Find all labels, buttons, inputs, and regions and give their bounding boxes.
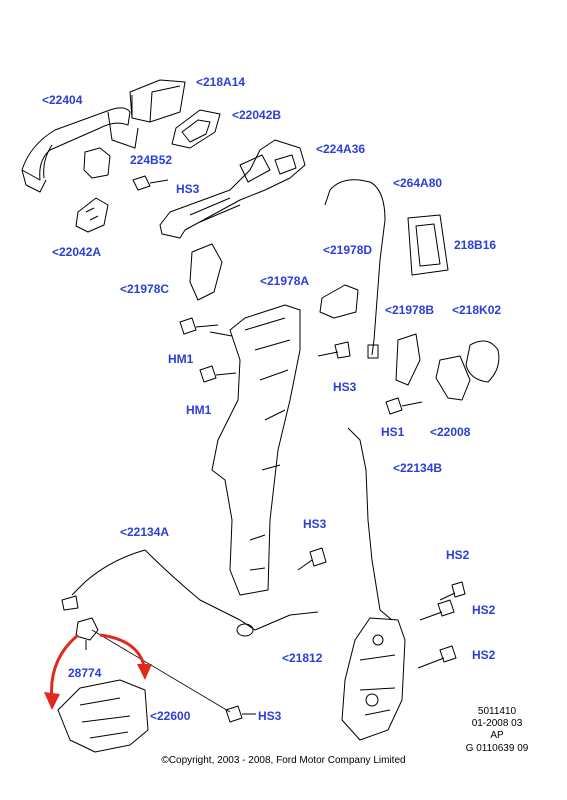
screw-HS2-1 [439, 581, 466, 601]
gasket-22042A [75, 197, 109, 233]
actuator-22600 [57, 679, 149, 753]
label-HS3-bottom: HS3 [258, 709, 282, 723]
label-21978A: <21978A [260, 274, 310, 288]
seal-218B16 [407, 214, 449, 276]
handle-frame-224A36 [159, 139, 306, 239]
label-22134B: <22134B [393, 461, 443, 475]
label-HS2-1: HS2 [446, 548, 470, 562]
ref-date: 01-2008 03 [471, 718, 523, 729]
label-28774: 28774 [68, 666, 102, 680]
cable-22134A [71, 549, 319, 631]
cover-218A14 [129, 79, 186, 123]
part-21978D [319, 284, 359, 319]
arrow-head-left [44, 692, 60, 710]
ref-region: AP [490, 730, 504, 741]
label-22008: <22008 [430, 425, 471, 439]
label-218B16: 218B16 [454, 238, 497, 252]
label-21978D: <21978D [323, 243, 373, 257]
label-HS3-mid: HS3 [333, 380, 357, 394]
label-HS2-3: HS2 [472, 648, 496, 662]
clip-28774 [75, 617, 99, 650]
screw-HM1-bottom [199, 365, 237, 383]
label-22042B: <22042B [232, 108, 282, 122]
label-224B52: 224B52 [130, 153, 173, 167]
label-22042A: <22042A [52, 245, 102, 259]
lever-22008 [435, 355, 471, 401]
label-264A80: <264A80 [393, 176, 443, 190]
screw-HS1 [385, 397, 423, 415]
label-HS3-lower: HS3 [303, 517, 327, 531]
label-HS1: HS1 [381, 425, 405, 439]
part-21978C [189, 243, 223, 301]
arrow-head-right [137, 664, 152, 680]
screw-HM1-top [179, 317, 219, 335]
latch-21812 [341, 617, 406, 741]
rod-22134B [347, 427, 393, 621]
label-21978C: <21978C [120, 282, 170, 296]
label-HM1-bottom: HM1 [186, 403, 212, 417]
bracket-21978A [211, 304, 301, 596]
screw-HS3-lower [297, 547, 327, 571]
label-HM1-top: HM1 [168, 352, 194, 366]
label-HS2-2: HS2 [472, 603, 496, 617]
screw-HS2-2 [419, 599, 455, 621]
label-22600: <22600 [150, 709, 191, 723]
label-21812: <21812 [282, 651, 323, 665]
ref-code: G 0110639 09 [465, 743, 529, 754]
label-22404: <22404 [42, 93, 83, 107]
screw-HS2-3 [417, 645, 457, 669]
part-218K02 [465, 340, 500, 383]
screw-HS3-mid [317, 341, 351, 359]
label-21978B: <21978B [385, 303, 435, 317]
label-218A14: <218A14 [196, 75, 246, 89]
part-224B52 [83, 147, 111, 179]
part-21978B [395, 333, 421, 386]
label-218K02: <218K02 [452, 303, 502, 317]
gasket-22042B [171, 109, 221, 149]
cable-264A80 [324, 179, 386, 356]
label-HS3-top: HS3 [176, 182, 200, 196]
screw-HS3-bottom [225, 705, 256, 723]
ref-number: 5011410 [477, 706, 517, 717]
label-22134A: <22134A [120, 525, 170, 539]
label-224A36: <224A36 [316, 142, 366, 156]
copyright: ©Copyright, 2003 - 2008, Ford Motor Comp… [161, 755, 406, 766]
screw-HS3-top [132, 175, 169, 191]
outer-handle-22404 [21, 107, 139, 193]
